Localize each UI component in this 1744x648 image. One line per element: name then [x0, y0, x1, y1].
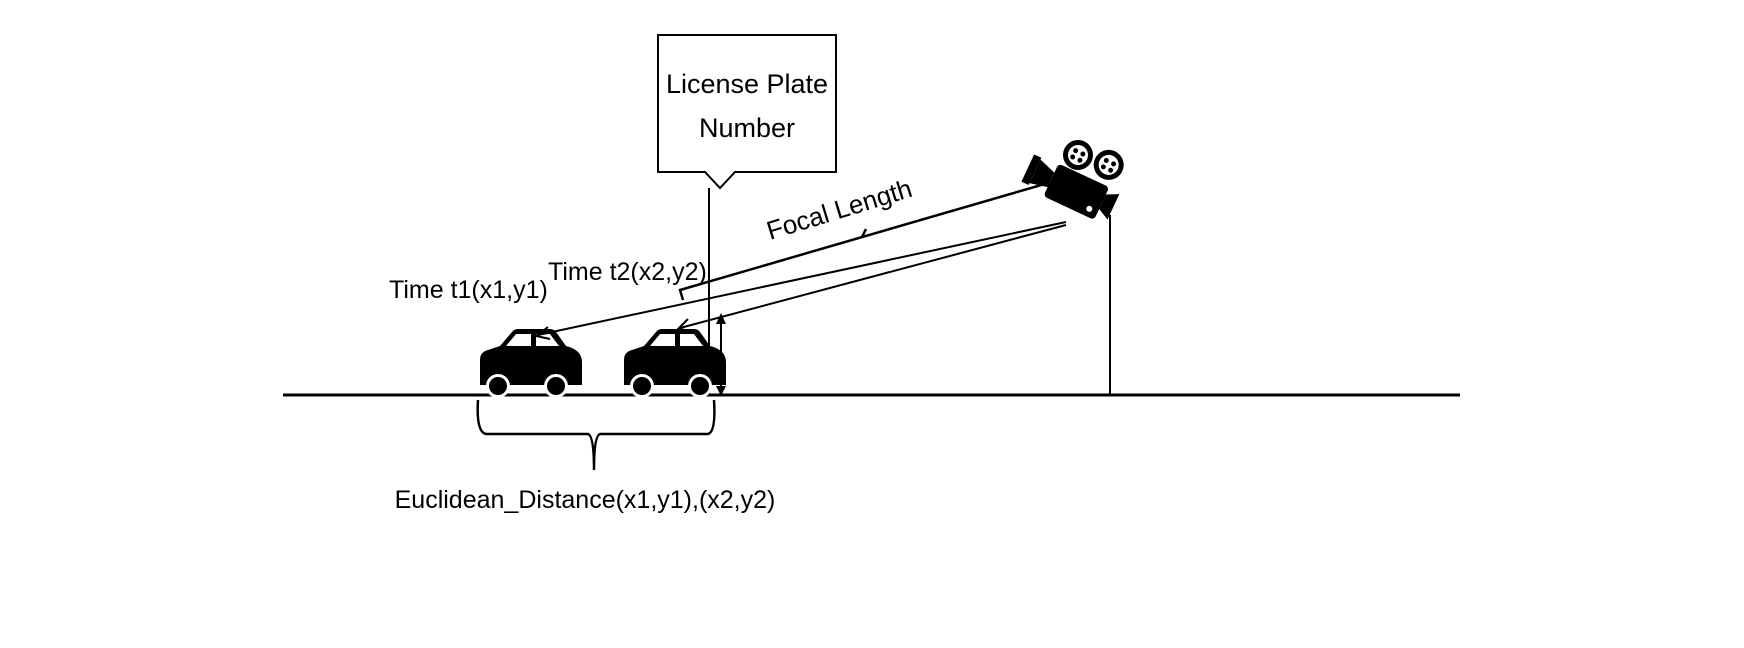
- car-2-window-right: [680, 334, 703, 346]
- car-icon: [480, 329, 582, 398]
- sight-line-car-2: [679, 224, 1067, 329]
- arrow-head-car-1: [533, 326, 551, 340]
- car-icon: [624, 329, 726, 398]
- arrow-head-car-2: [675, 318, 693, 332]
- focal-length-label: Focal Length: [763, 173, 916, 246]
- height-arrow: [716, 313, 726, 396]
- callout-line-1: License Plate: [666, 69, 828, 99]
- time-t2-label: Time t2(x2,y2): [548, 258, 707, 286]
- callout-box: [657, 34, 837, 190]
- euclidean-distance-label: Euclidean_Distance(x1,y1),(x2,y2): [395, 486, 776, 514]
- distance-brace: [476, 399, 716, 471]
- license-plate-callout: License Plate Number: [657, 34, 837, 395]
- sight-lines: [533, 221, 1067, 340]
- car-2-window-left: [650, 334, 675, 346]
- callout-line-2: Number: [699, 113, 795, 143]
- movie-camera-icon: [1021, 140, 1124, 220]
- sight-line-car-1: [537, 221, 1067, 336]
- car-1-window-left: [506, 334, 531, 346]
- time-t1-label: Time t1(x1,y1): [389, 276, 548, 304]
